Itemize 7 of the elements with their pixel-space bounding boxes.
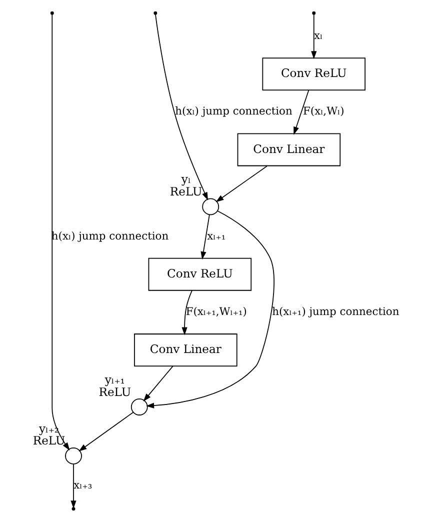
edge-label: h(xₗ) jump connection bbox=[174, 104, 292, 118]
node-label: yₗ bbox=[180, 172, 190, 186]
edge-label: h(xₗ₊₁) jump connection bbox=[272, 304, 399, 318]
edge-label: xₗ₊₁ bbox=[206, 229, 226, 242]
edge-label: F(xₗ₊₁,Wₗ₊₁) bbox=[185, 304, 246, 318]
edge-label: F(xₗ,Wₗ) bbox=[302, 104, 344, 118]
node-label: yₗ₊₁ bbox=[104, 372, 124, 386]
